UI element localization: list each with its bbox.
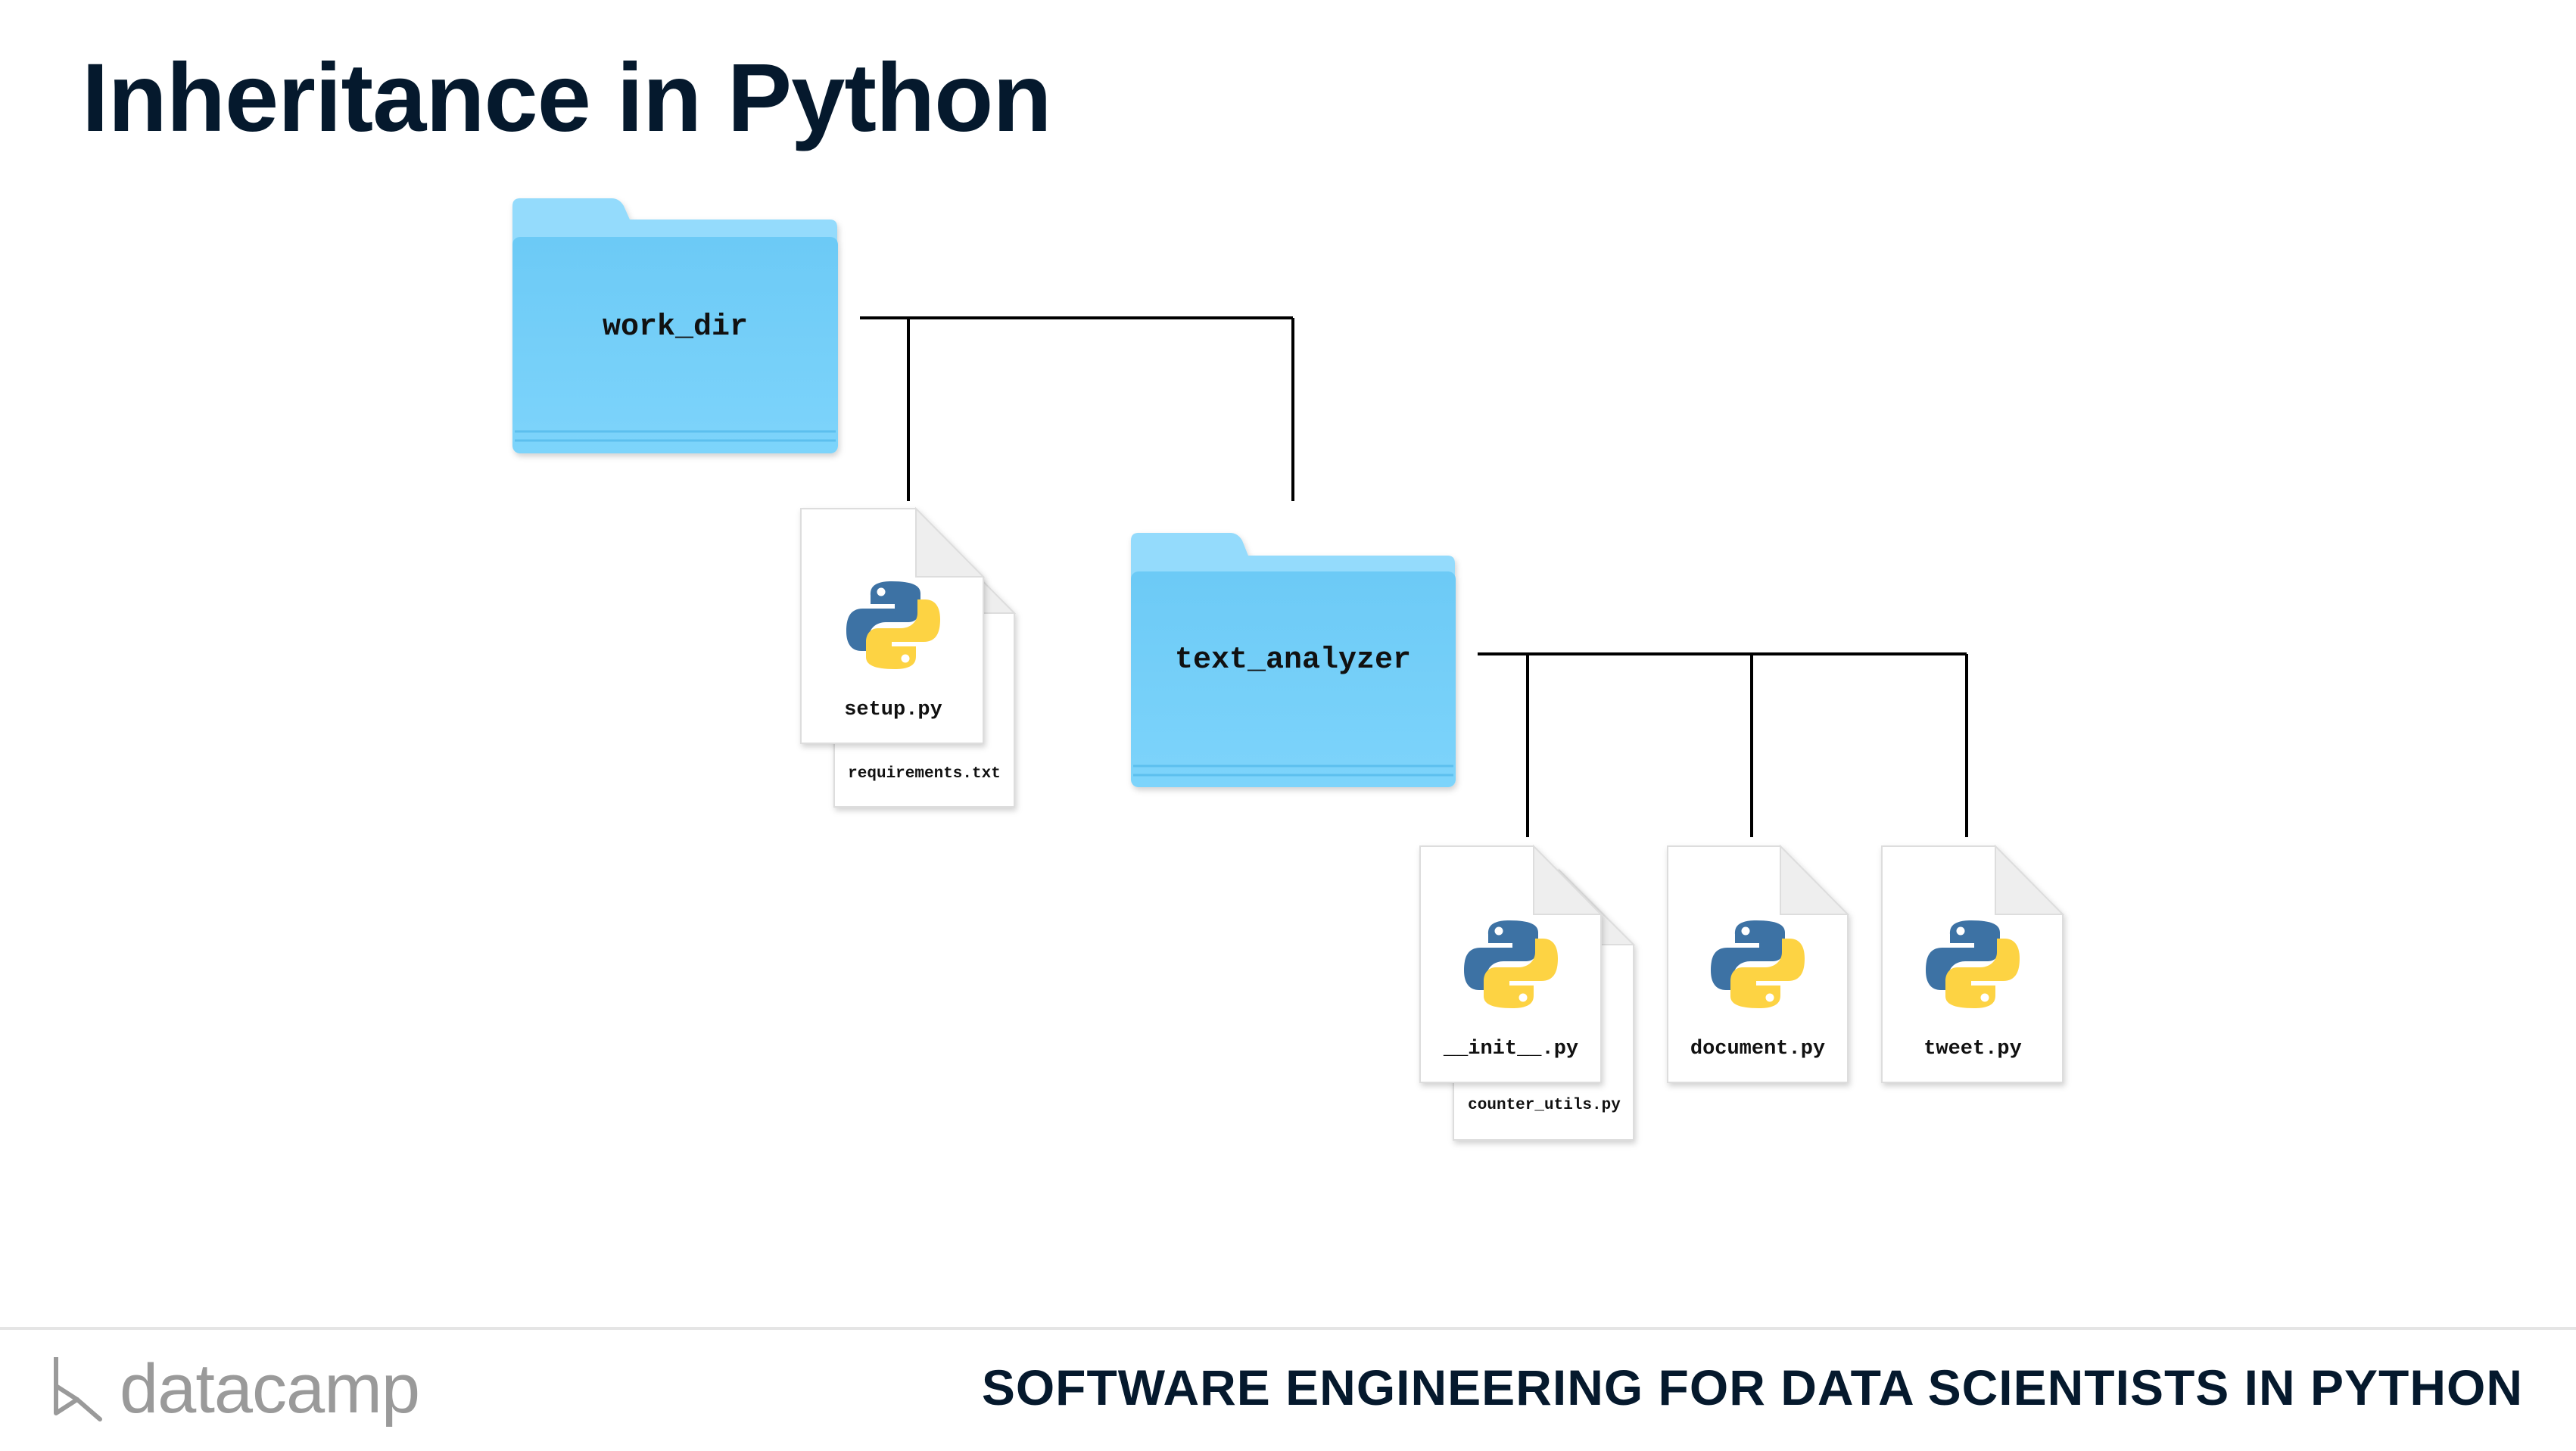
file-label-counter-utils: counter_utils.py	[1468, 1097, 1621, 1114]
file-label-document: document.py	[1690, 1038, 1825, 1060]
file-icon-tweet[interactable]	[1881, 844, 2065, 1083]
connector-lines-root	[860, 316, 1294, 501]
footer-divider	[0, 1327, 2576, 1330]
file-label-setup: setup.py	[844, 699, 942, 721]
folder-work-dir[interactable]	[512, 198, 838, 453]
folder-text-analyzer[interactable]	[1131, 533, 1456, 787]
folder-label-work-dir: work_dir	[603, 310, 748, 344]
brand-logo[interactable]: datacamp	[51, 1347, 420, 1431]
file-icon-setup[interactable]	[800, 506, 986, 744]
course-title: SOFTWARE ENGINEERING FOR DATA SCIENTISTS…	[981, 1359, 2523, 1415]
datacamp-logo-icon	[54, 1357, 102, 1421]
file-icon-init[interactable]	[1419, 844, 1603, 1083]
connector-lines-package	[1478, 652, 1968, 837]
file-label-init: __init__.py	[1443, 1038, 1578, 1060]
file-icon-document[interactable]	[1667, 844, 1850, 1083]
file-label-tweet: tweet.py	[1923, 1038, 2022, 1060]
brand-name: datacamp	[120, 1350, 420, 1428]
slide-title: Inheritance in Python	[82, 44, 1051, 152]
file-label-requirements: requirements.txt	[848, 765, 1001, 783]
folder-label-text-analyzer: text_analyzer	[1175, 643, 1411, 677]
